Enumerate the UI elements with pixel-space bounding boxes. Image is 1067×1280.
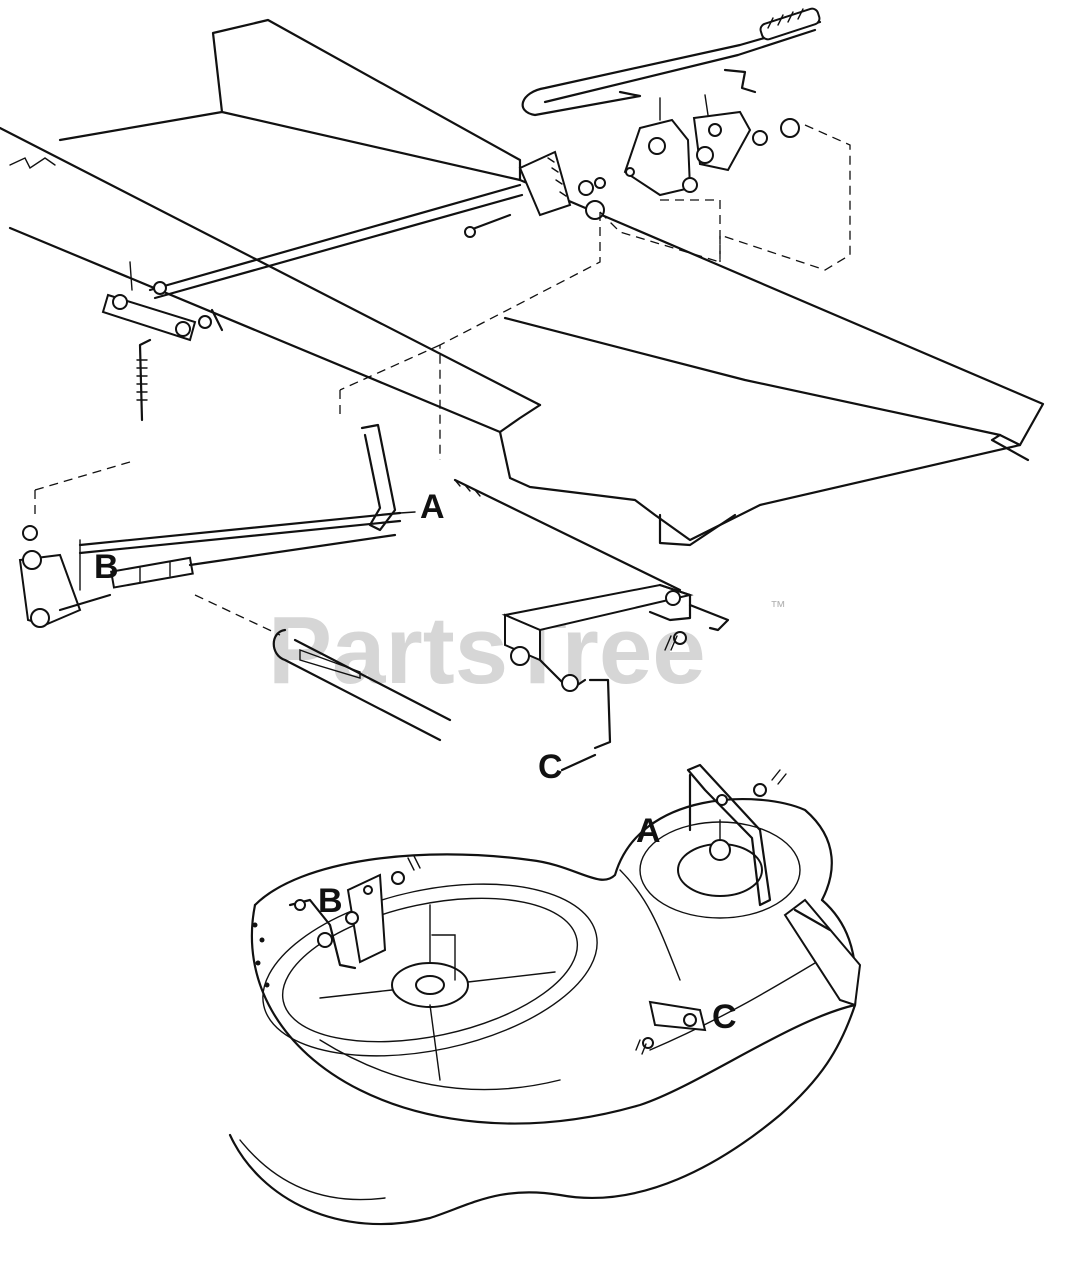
mower-deck bbox=[228, 763, 862, 1226]
pivot-plates bbox=[623, 94, 800, 197]
lift-rod-assembly bbox=[148, 150, 606, 300]
callout-lower-c: C bbox=[712, 998, 737, 1036]
right-lift-arm bbox=[453, 478, 730, 772]
left-link-assembly bbox=[101, 261, 224, 422]
trademark-symbol: ™ bbox=[770, 599, 786, 616]
lift-handle bbox=[521, 7, 822, 117]
callout-lower-a: A bbox=[636, 812, 661, 850]
front-link-rod bbox=[18, 423, 416, 628]
callout-upper-c: C bbox=[538, 748, 563, 786]
watermark-text: PartsTree bbox=[268, 597, 706, 704]
callout-upper-b: B bbox=[94, 548, 119, 586]
slotted-link-bar bbox=[272, 628, 452, 742]
callout-lower-b: B bbox=[318, 882, 343, 920]
watermark: PartsTree ™ bbox=[268, 597, 786, 704]
assembly-lines-top bbox=[34, 124, 851, 636]
callout-upper-a: A bbox=[420, 488, 445, 526]
